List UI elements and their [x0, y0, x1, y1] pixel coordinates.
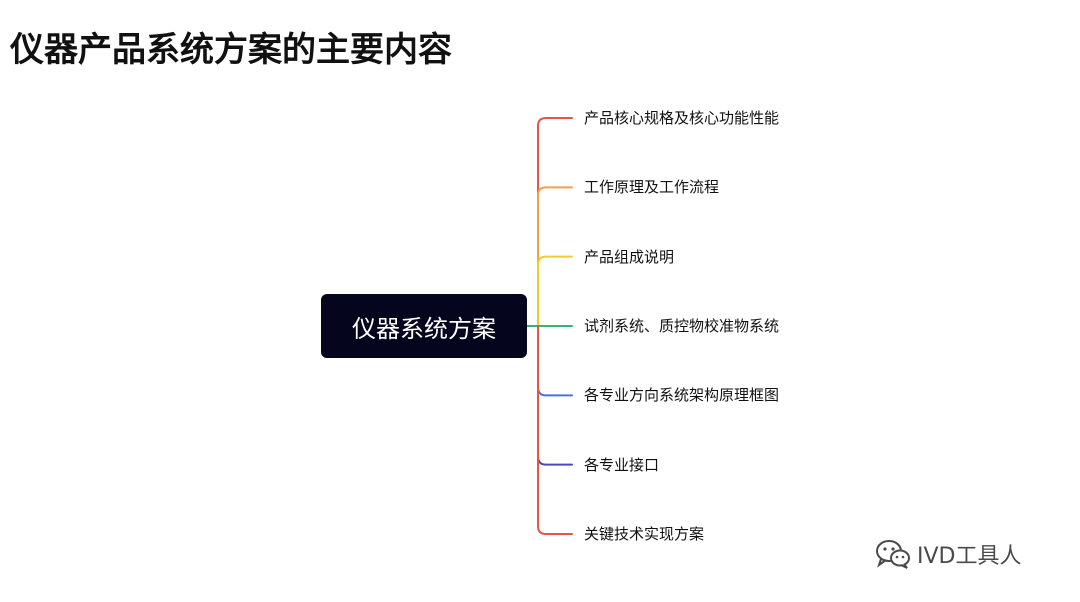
branch-connector-0: [537, 117, 573, 327]
branch-label-interface[interactable]: 各专业接口: [584, 455, 660, 474]
branch-connector-6: [537, 325, 573, 535]
branch-label-architecture[interactable]: 各专业方向系统架构原理框图: [584, 386, 780, 405]
wechat-icon: [875, 539, 911, 569]
branch-connector-1: [537, 186, 573, 327]
watermark-text: IVD工具人: [917, 544, 1022, 569]
branch-label-composition[interactable]: 产品组成说明: [584, 247, 675, 266]
watermark: IVD工具人: [875, 538, 1021, 570]
page-title: 仪器产品系统方案的主要内容: [10, 30, 452, 70]
branch-label-principle[interactable]: 工作原理及工作流程: [584, 178, 720, 197]
branch-connector-4: [537, 325, 573, 397]
root-node-label: 仪器系统方案: [352, 314, 496, 343]
branch-label-key-tech[interactable]: 关键技术实现方案: [584, 525, 705, 543]
branch-connector-2: [537, 255, 573, 327]
root-node[interactable]: 仪器系统方案: [321, 294, 527, 358]
branch-label-reagent[interactable]: 试剂系统、质控物校准物系统: [584, 317, 780, 335]
branch-label-spec[interactable]: 产品核心规格及核心功能性能: [584, 109, 780, 127]
